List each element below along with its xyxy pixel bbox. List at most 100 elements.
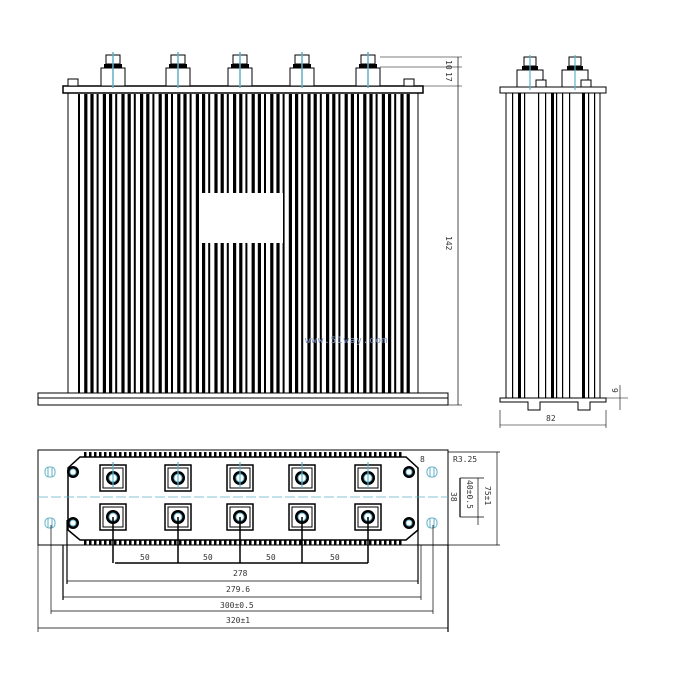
tooth	[149, 452, 152, 457]
fin	[319, 94, 322, 393]
tooth	[164, 540, 167, 545]
fin	[307, 94, 311, 393]
tooth	[209, 452, 212, 457]
tooth	[94, 452, 97, 457]
tooth	[294, 452, 297, 457]
fin	[388, 94, 392, 393]
fin	[406, 94, 410, 393]
tooth	[309, 452, 312, 457]
tooth	[184, 540, 187, 545]
tooth	[129, 452, 132, 457]
fin	[270, 94, 274, 393]
fin	[183, 94, 187, 393]
tooth	[214, 452, 217, 457]
mounting-bolt	[403, 517, 415, 529]
tooth	[279, 540, 282, 545]
terminal-pad	[164, 462, 192, 492]
dim-hole-spacing: 40±0.5	[465, 480, 474, 509]
fin	[400, 94, 404, 393]
tooth	[194, 540, 197, 545]
fin	[295, 94, 299, 393]
fin	[357, 94, 359, 393]
fin	[394, 94, 397, 393]
tooth	[154, 452, 157, 457]
dim-278: 278	[233, 569, 248, 578]
tooth	[369, 452, 372, 457]
tooth	[199, 540, 202, 545]
tooth	[284, 540, 287, 545]
fin	[189, 94, 192, 393]
tooth	[339, 540, 342, 545]
tooth	[334, 452, 337, 457]
tooth	[304, 540, 307, 545]
tooth	[259, 452, 262, 457]
tooth	[379, 452, 382, 457]
dim-279-6: 279.6	[226, 585, 250, 594]
tooth	[194, 452, 197, 457]
tooth	[314, 540, 317, 545]
tooth	[224, 540, 227, 545]
side-fin	[545, 93, 547, 398]
terminal-pad	[99, 503, 127, 563]
tooth	[184, 452, 187, 457]
terminal	[227, 52, 253, 88]
fin	[177, 94, 181, 393]
tooth	[134, 540, 137, 545]
fin	[239, 94, 243, 393]
fin	[90, 94, 94, 393]
tooth	[324, 452, 327, 457]
tooth	[324, 540, 327, 545]
tooth	[394, 540, 397, 545]
tooth	[219, 452, 222, 457]
fin	[332, 94, 336, 393]
fin	[251, 94, 255, 393]
terminal-pad	[288, 462, 316, 492]
side-terminal	[561, 55, 592, 90]
tooth	[144, 540, 147, 545]
fin	[109, 94, 113, 393]
fin	[78, 94, 80, 393]
side-base	[499, 397, 607, 411]
base-plate	[37, 392, 449, 399]
tooth	[279, 452, 282, 457]
tooth	[229, 540, 232, 545]
fin	[344, 94, 348, 393]
terminal-pad	[288, 503, 316, 563]
tooth	[344, 452, 347, 457]
base-flange	[37, 397, 449, 406]
tooth	[354, 452, 357, 457]
tooth	[169, 452, 172, 457]
dim-terminal-block: 17	[444, 72, 453, 82]
tooth	[154, 540, 157, 545]
terminal-pad	[354, 503, 382, 563]
fin	[164, 94, 168, 393]
tooth	[239, 452, 242, 457]
tooth	[109, 540, 112, 545]
side-fin	[556, 93, 558, 398]
label-area	[200, 193, 283, 243]
tooth	[169, 540, 172, 545]
fin	[96, 94, 99, 393]
tooth	[244, 540, 247, 545]
tooth	[384, 452, 387, 457]
tooth	[359, 452, 362, 457]
tooth	[339, 452, 342, 457]
side-fin	[524, 93, 526, 398]
dim-pitch-3: 50	[266, 553, 276, 562]
fin	[84, 94, 88, 393]
tooth	[129, 540, 132, 545]
side-top-plate	[499, 86, 607, 94]
fin	[313, 94, 317, 393]
tooth	[149, 540, 152, 545]
tooth	[214, 540, 217, 545]
tooth	[399, 540, 402, 545]
tooth	[274, 452, 277, 457]
tooth	[139, 540, 142, 545]
front-terminals	[100, 52, 381, 88]
tooth	[329, 540, 332, 545]
tooth	[254, 452, 257, 457]
fin	[152, 94, 155, 393]
tooth	[89, 452, 92, 457]
terminal-pad	[226, 462, 254, 492]
